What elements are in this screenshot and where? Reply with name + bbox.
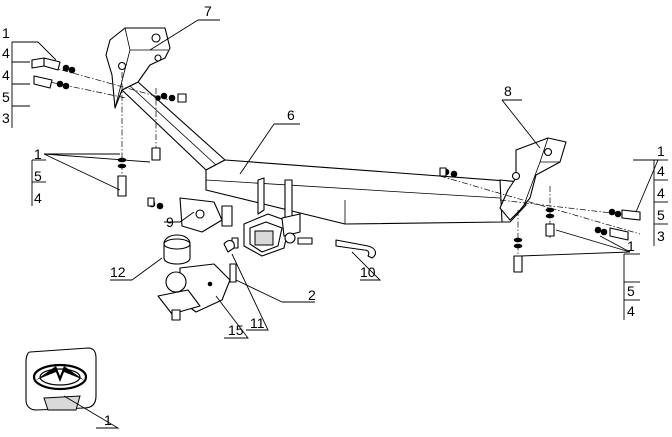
ball-mount-part-15	[157, 263, 231, 321]
left-bolt-set-upper	[31, 57, 187, 103]
callout-part-15: 15	[228, 322, 244, 338]
left-stack-label-3: 4	[2, 67, 10, 83]
hitch-receiver-mount	[243, 177, 301, 257]
socket-bracket-part-9	[179, 197, 233, 233]
callout-left-mid-4: 4	[34, 190, 42, 206]
hitch-pin-part-10	[335, 239, 377, 259]
right-bracket-part-8	[499, 137, 567, 221]
left-mid-labels: 1 5 4	[31, 146, 46, 206]
ball-cap-part-12	[163, 234, 191, 265]
callout-part-10: 10	[360, 264, 376, 280]
callout-part-6: 6	[287, 107, 295, 123]
callout-left-mid-5: 5	[34, 168, 42, 184]
left-stack-label-1: 1	[2, 25, 10, 41]
clip-part-11	[223, 239, 235, 253]
left-bolt-set-lower	[117, 147, 161, 197]
right-stack-label-5: 3	[657, 228, 665, 244]
callout-part-2: 2	[308, 287, 316, 303]
infiniti-cap-part-1	[25, 347, 97, 411]
callout-right-low-4: 4	[627, 303, 635, 319]
right-stack-label-2: 4	[657, 163, 665, 179]
callout-part-8: 8	[504, 83, 512, 99]
right-low-labels: 1 5 4	[623, 238, 640, 320]
callout-part-12: 12	[110, 264, 126, 280]
callout-right-low-1: 1	[627, 238, 635, 254]
callout-part-9: 9	[166, 214, 174, 230]
left-stack-label-2: 4	[2, 45, 10, 61]
right-stack-labels: 1 4 4 5 3	[653, 143, 668, 246]
infiniti-logo-icon	[32, 363, 88, 391]
callout-left-mid-1: 1	[34, 146, 42, 162]
callout-part-1-cap: 1	[104, 412, 112, 428]
right-stack-label-1: 1	[657, 143, 665, 159]
left-stack-label-4: 5	[2, 89, 10, 105]
right-bolt-set-lower	[513, 207, 555, 273]
right-bolt-set-upper	[439, 167, 641, 241]
callout-part-11: 11	[250, 315, 265, 331]
right-stack-label-3: 4	[657, 185, 665, 201]
left-stack-labels: 1 4 4 5 3	[2, 25, 30, 128]
callout-part-7: 7	[204, 3, 212, 19]
left-stack-label-5: 3	[2, 110, 10, 126]
callout-right-low-5: 5	[627, 283, 635, 299]
right-stack-label-4: 5	[657, 207, 665, 223]
